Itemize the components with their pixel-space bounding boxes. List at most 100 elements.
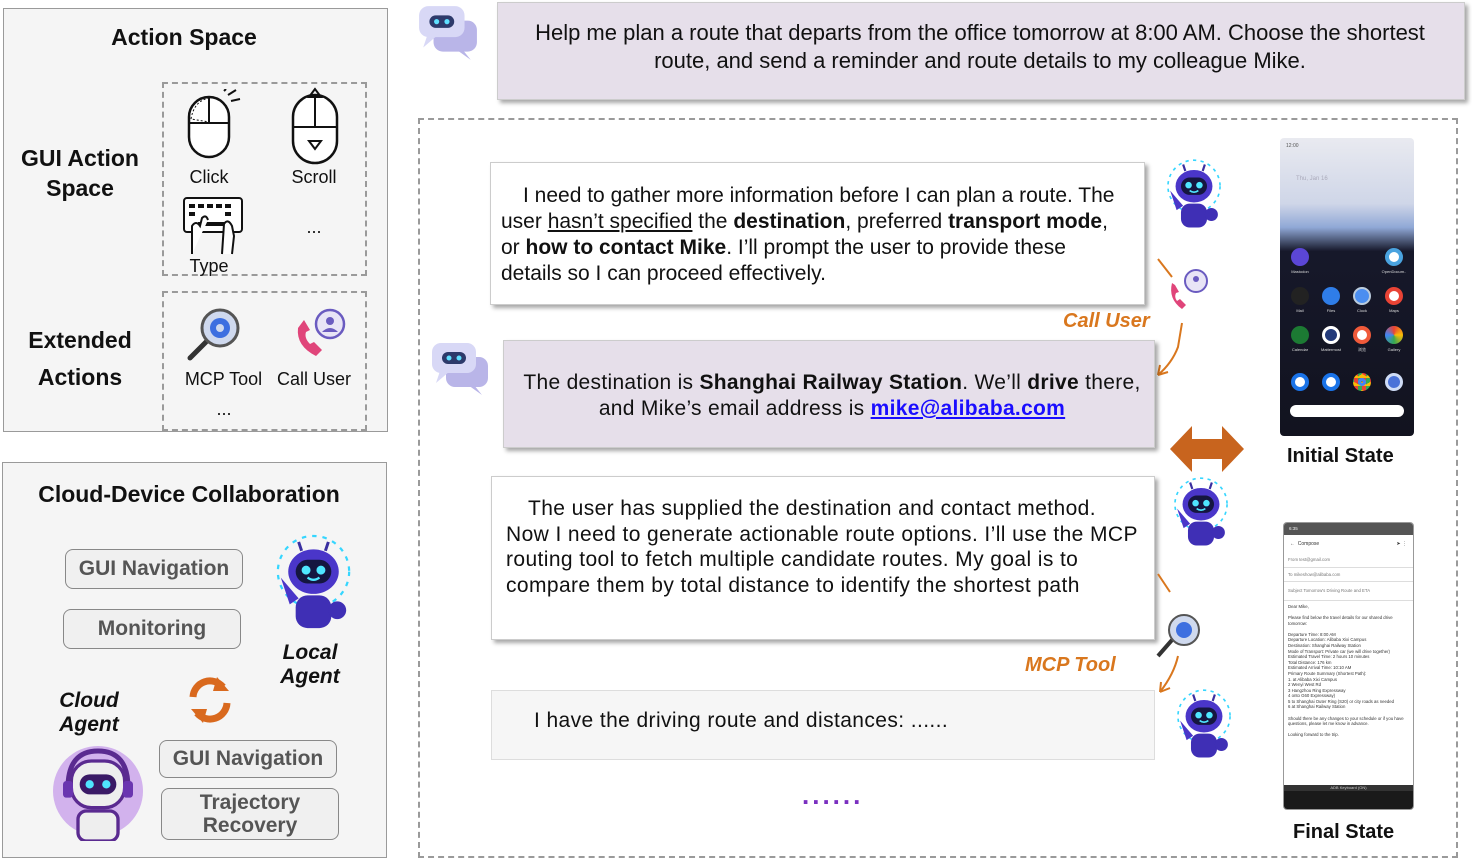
text: I have the driving route and distances: …: [534, 709, 949, 732]
keyboard-type-icon: [183, 197, 243, 255]
dock-settings[interactable]: [1379, 373, 1409, 394]
email-body-line: 2 Wenyi West Rd: [1288, 682, 1322, 688]
scroll-label: Scroll: [291, 167, 337, 187]
email-body-line: Please find below the travel details for…: [1288, 614, 1393, 626]
click-label: Click: [189, 167, 229, 187]
app-gallery[interactable]: Gallery: [1379, 326, 1409, 352]
from-field[interactable]: From test@gmail.com: [1284, 553, 1413, 568]
extended-actions-label: Extended Actions: [28, 327, 132, 390]
extended-actions-box: [162, 291, 367, 431]
email-body-line: Dear Mike,: [1288, 603, 1309, 609]
call-user-step-label: Call User: [1063, 310, 1150, 332]
text: there, and Mike’s email address is: [598, 371, 1141, 420]
user-chat-icon: [417, 4, 479, 62]
email-body-line: Departure Location: Alibaba Xixi Campus: [1288, 637, 1367, 643]
email-body-line: Estimated Arrival Time: 10:10 AM: [1288, 665, 1352, 671]
local-agent-robot-icon: [261, 533, 366, 637]
text: . I’ll prompt the user to provide these …: [501, 236, 1066, 285]
local-agent-robot-icon: [1160, 158, 1228, 234]
app-calendar[interactable]: Calendar: [1285, 326, 1315, 352]
dock-messages[interactable]: [1316, 373, 1346, 394]
email-body-line: Should there be any changes to your sche…: [1288, 715, 1404, 727]
user-prompt-text: Help me plan a route that departs from t…: [535, 20, 1425, 73]
date-widget: Thu, Jan 16: [1296, 176, 1328, 182]
app-mattermost[interactable]: Mattermost: [1316, 326, 1346, 352]
initial-state-label: Initial State: [1287, 445, 1394, 467]
local-task-gui-navigation: GUI Navigation: [65, 549, 243, 589]
initial-state-screenshot: 12:00 Thu, Jan 16 Mastodon OpenDocum.. M…: [1280, 138, 1414, 436]
email-body-line: 4 onto G60 Expressway): [1288, 693, 1336, 699]
text: I need to gather more information before…: [501, 184, 1115, 233]
user-prompt-bubble: Help me plan a route that departs from t…: [497, 2, 1465, 100]
mcp-tool-label: MCP Tool: [184, 369, 263, 389]
call-user-flow-arrow: [1157, 258, 1208, 376]
cloud-agent-robot-icon: [53, 746, 143, 841]
cloud-task-trajectory-recovery: Trajectory Recovery: [161, 788, 339, 840]
call-user-label: Call User: [276, 369, 351, 389]
status-time: 12:00: [1286, 143, 1299, 149]
app-browser[interactable]: 浏览: [1347, 326, 1377, 353]
text: , preferred: [845, 210, 949, 233]
cloud-agent-label: Cloud Agent: [59, 689, 119, 737]
gui-action-space-label: GUI Action Space: [21, 145, 139, 201]
navigation-bar: [1284, 791, 1413, 809]
more-gui-actions: ...: [306, 217, 322, 237]
google-search-bar[interactable]: [1290, 405, 1404, 417]
bold-text: transport mode: [948, 210, 1103, 233]
email-body[interactable]: Dear Mike, Please find below the travel …: [1284, 601, 1413, 766]
gear-search-icon: [187, 308, 240, 361]
user-chat-icon: [430, 340, 490, 398]
agent-reasoning-bubble-3: I have the driving route and distances: …: [491, 690, 1155, 760]
local-agent-label: Local Agent: [280, 641, 340, 689]
status-time: 6:35: [1284, 523, 1413, 535]
email-body-line: 3 Hangzhou Ring Expressway: [1288, 687, 1346, 693]
text: . We’ll: [962, 371, 1028, 394]
text: The user has supplied the destination an…: [506, 497, 1138, 597]
mcp-tool-step-label: MCP Tool: [1025, 654, 1116, 676]
underlined-text: hasn’t specified: [547, 210, 693, 233]
send-icon[interactable]: ➤ ⋮: [1396, 541, 1407, 547]
email-body-line: Destination: Shanghai Railway Station: [1288, 642, 1361, 648]
local-agent-robot-icon: [1168, 476, 1234, 552]
text: the: [692, 210, 734, 233]
bold-text: Shanghai Railway Station: [699, 371, 963, 394]
keyboard-status: ADB Keyboard (ON): [1284, 785, 1413, 791]
dock-chrome[interactable]: [1347, 373, 1377, 394]
continuation-dots: ......: [802, 780, 864, 810]
email-body-line: 5 to Shanghai Outer Ring (S20) or city r…: [1288, 698, 1395, 704]
compose-header: ← Compose➤ ⋮: [1290, 541, 1407, 547]
app-maps[interactable]: Maps: [1379, 287, 1409, 313]
local-task-monitoring: Monitoring: [63, 609, 241, 649]
local-agent-robot-icon: [1170, 688, 1238, 764]
bold-text: how to contact Mike: [525, 236, 727, 259]
collaboration-title: Cloud-Device Collaboration: [38, 481, 340, 507]
sync-arrows-icon: [189, 677, 231, 723]
app-opendocument[interactable]: OpenDocum..: [1379, 248, 1409, 274]
email-link[interactable]: mike@alibaba.com: [870, 397, 1066, 420]
email-body-line: 1. at Alibaba Xixi Campus: [1288, 676, 1337, 682]
email-body-line: 6 at Shanghai Railway Station: [1288, 704, 1346, 710]
app-mail[interactable]: Mail: [1285, 287, 1315, 313]
app-files[interactable]: Files: [1316, 287, 1346, 313]
dock-phone[interactable]: [1285, 373, 1315, 394]
app-mastodon[interactable]: Mastodon: [1285, 248, 1315, 274]
dialog-area: [418, 118, 1458, 858]
type-label: Type: [189, 256, 229, 276]
user-reply-bubble: The destination is Shanghai Railway Stat…: [503, 340, 1155, 448]
phone-user-icon: [297, 308, 346, 356]
text: , or: [501, 210, 1108, 259]
action-space-title: Action Space: [111, 24, 257, 50]
agent-reasoning-bubble-2: The user has supplied the destination an…: [491, 476, 1155, 640]
email-body-line: Departure Time: 8:00 AM: [1288, 631, 1336, 637]
subject-field[interactable]: Subject Tomorrow's Driving Route and ETA: [1284, 582, 1413, 601]
collaboration-panel: Cloud-Device Collaboration GUI Navigatio…: [2, 462, 387, 858]
double-arrow-icon: [1170, 426, 1244, 472]
more-extended-actions: ...: [216, 399, 232, 419]
bold-text: destination: [733, 210, 846, 233]
final-state-screenshot: 6:35 ← Compose➤ ⋮ From test@gmail.com To…: [1283, 522, 1414, 810]
text: The destination is: [523, 371, 700, 394]
email-body-line: Looking forward to the trip.: [1288, 732, 1339, 738]
email-body-line: Total Distance: 176 km: [1288, 659, 1332, 665]
to-field[interactable]: To mikeshow@alibaba.com: [1284, 568, 1413, 583]
app-clock[interactable]: Clock: [1347, 287, 1377, 313]
